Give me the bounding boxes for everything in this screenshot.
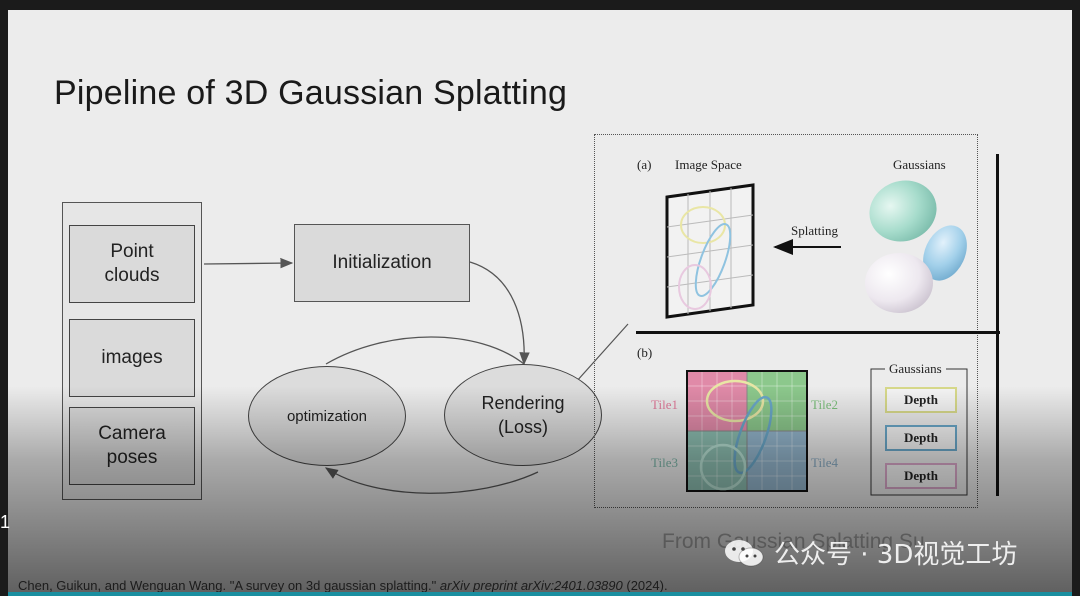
gaussians-legend-title: Gaussians: [885, 361, 946, 377]
arrow-rendering-to-optimization: [324, 467, 539, 494]
panel-a-tag: (a): [637, 157, 652, 172]
figure-vertical-rule: [996, 154, 999, 496]
input-stack: Point clouds images Camera poses: [62, 202, 202, 500]
initialization-box: Initialization: [294, 224, 470, 302]
gaussian-ellipsoids: [865, 180, 967, 313]
tile4-label: Tile4: [811, 455, 838, 470]
image-space-label: Image Space: [675, 157, 742, 172]
citation-authors: Chen, Guikun, and Wenguan Wang. "A surve…: [18, 578, 437, 593]
gaussians-label: Gaussians: [893, 157, 946, 172]
input-images: images: [69, 319, 195, 397]
splatting-label: Splatting: [791, 223, 838, 238]
arrow-init-to-rendering: [469, 261, 530, 366]
depth-box-2: Depth: [885, 425, 957, 451]
optimization-ellipse: optimization: [248, 366, 406, 466]
input-camera-poses: Camera poses: [69, 407, 195, 485]
zoom-connector: [575, 323, 629, 383]
video-progress-bar[interactable]: [8, 592, 1072, 596]
rendering-ellipse: Rendering (Loss): [444, 364, 602, 466]
watermark: 公众号 · 3D视觉工坊: [722, 534, 1017, 571]
figure-panel: (a) Image Space Gaussians Splatting: [594, 134, 978, 508]
figure-graphics: [665, 180, 968, 496]
tile1-label: Tile1: [651, 397, 678, 412]
edge-mark: 1: [0, 512, 11, 532]
citation-venue: arXiv preprint arXiv:2401.03890: [439, 578, 623, 593]
panel-b-tag: (b): [637, 345, 653, 360]
figure-horizontal-rule: [636, 331, 1000, 334]
citation-year: (2024).: [626, 578, 668, 593]
image-plane: [665, 183, 755, 319]
tile2-label: Tile2: [811, 397, 838, 412]
depth-box-3: Depth: [885, 463, 957, 489]
arc-optimization-to-rendering: [325, 336, 525, 365]
depth-box-1: Depth: [885, 387, 957, 413]
citation: Chen, Guikun, and Wenguan Wang. "A surve…: [18, 578, 668, 593]
watermark-text: 公众号 · 3D视觉工坊: [774, 540, 1018, 570]
wechat-icon: [725, 539, 764, 566]
input-point-clouds: Point clouds: [69, 225, 195, 303]
tile3-label: Tile3: [651, 455, 678, 470]
tile-grid: [686, 370, 808, 492]
slide: Pipeline of 3D Gaussian Splatting Point …: [8, 10, 1072, 596]
slide-title: Pipeline of 3D Gaussian Splatting: [54, 74, 568, 112]
arrow-points-to-init: [203, 257, 294, 269]
